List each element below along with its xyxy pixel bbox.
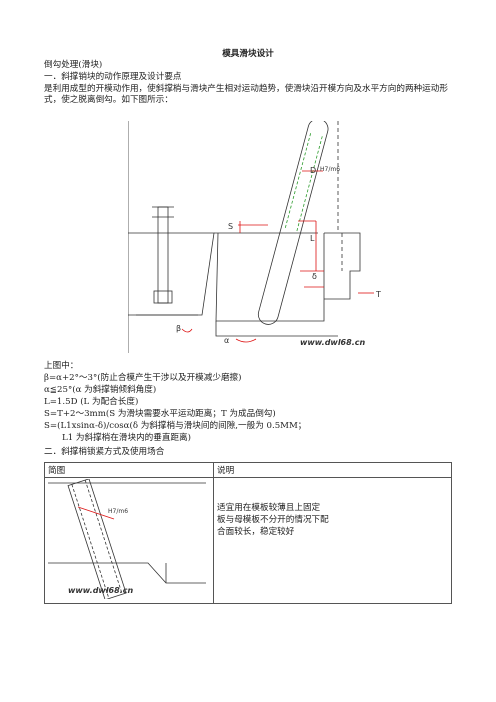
table-header-diagram: 简图 [44,462,214,478]
desc-line-3: 合面较长，稳定较好 [217,527,295,537]
desc-line-1: 适宜用在模板较薄且上固定 [217,503,321,513]
formula-line-6: L1 为斜撑梢在滑块内的垂直距离) [62,433,191,443]
table-header-description: 说明 [213,462,452,478]
formula-line-1: β=α+2°～3°(防止合模产生干涉以及开模减少磨擦) [44,373,242,383]
formula-line-5: S=(L1xsinα-δ)/cosα(δ 为斜撑梢与滑块间的间隙,一般为 0.5… [44,421,307,431]
page-title: 模具滑块设计 [222,49,274,59]
label-s: S [228,222,233,231]
label-alpha: α [224,336,229,345]
subtitle: 倒勾处理(滑块) [44,60,103,70]
paragraph-1: 是利用成型的开模动作用，使斜撑梢与滑块产生相对运动趋势，使滑块沿开模方向及水平方… [44,84,448,105]
section-1-heading: 一．斜撑销块的动作原理及设计要点 [44,72,182,82]
formula-line-2: α≦25°(α 为斜撑销倾斜角度) [44,385,157,395]
formula-line-3: L=1.5D (L 为配合长度) [44,397,139,407]
label-d: D [310,166,316,175]
label-t: T [375,290,381,299]
table-cell-description: 适宜用在模板较薄且上固定 板与母模板不分开的情况下配 合面较长，稳定较好 [213,477,452,604]
label-delta: δ [312,272,317,281]
desc-line-2: 板与母模板不分开的情况下配 [217,515,329,525]
formula-line-4: S=T+2～3mm(S 为滑块需要水平运动距离；T 为成品倒勾) [44,409,276,419]
table-cell-diagram: H7/m6 www.dwl68.cn [44,477,214,604]
label-beta: β [176,324,181,333]
figure-watermark: www.dwl68.cn [300,338,365,347]
figure-caption: 上图中： [44,361,79,371]
label-l: L [310,234,315,243]
label-fit: H7/m6 [320,166,340,173]
slider-mechanism-figure: S T L δ D H7/m6 β α www.dwl68.cn [128,121,381,353]
table-figure-watermark: www.dwl68.cn [68,586,133,595]
table-figure-fit: H7/m6 [108,508,128,515]
locking-diagram: H7/m6 www.dwl68.cn [48,478,206,601]
usage-table: 简图 说明 H7/m6 www.dwl68.cn [44,462,452,604]
section-2-heading: 二．斜撑梢锁紧方式及使用场合 [44,447,165,457]
